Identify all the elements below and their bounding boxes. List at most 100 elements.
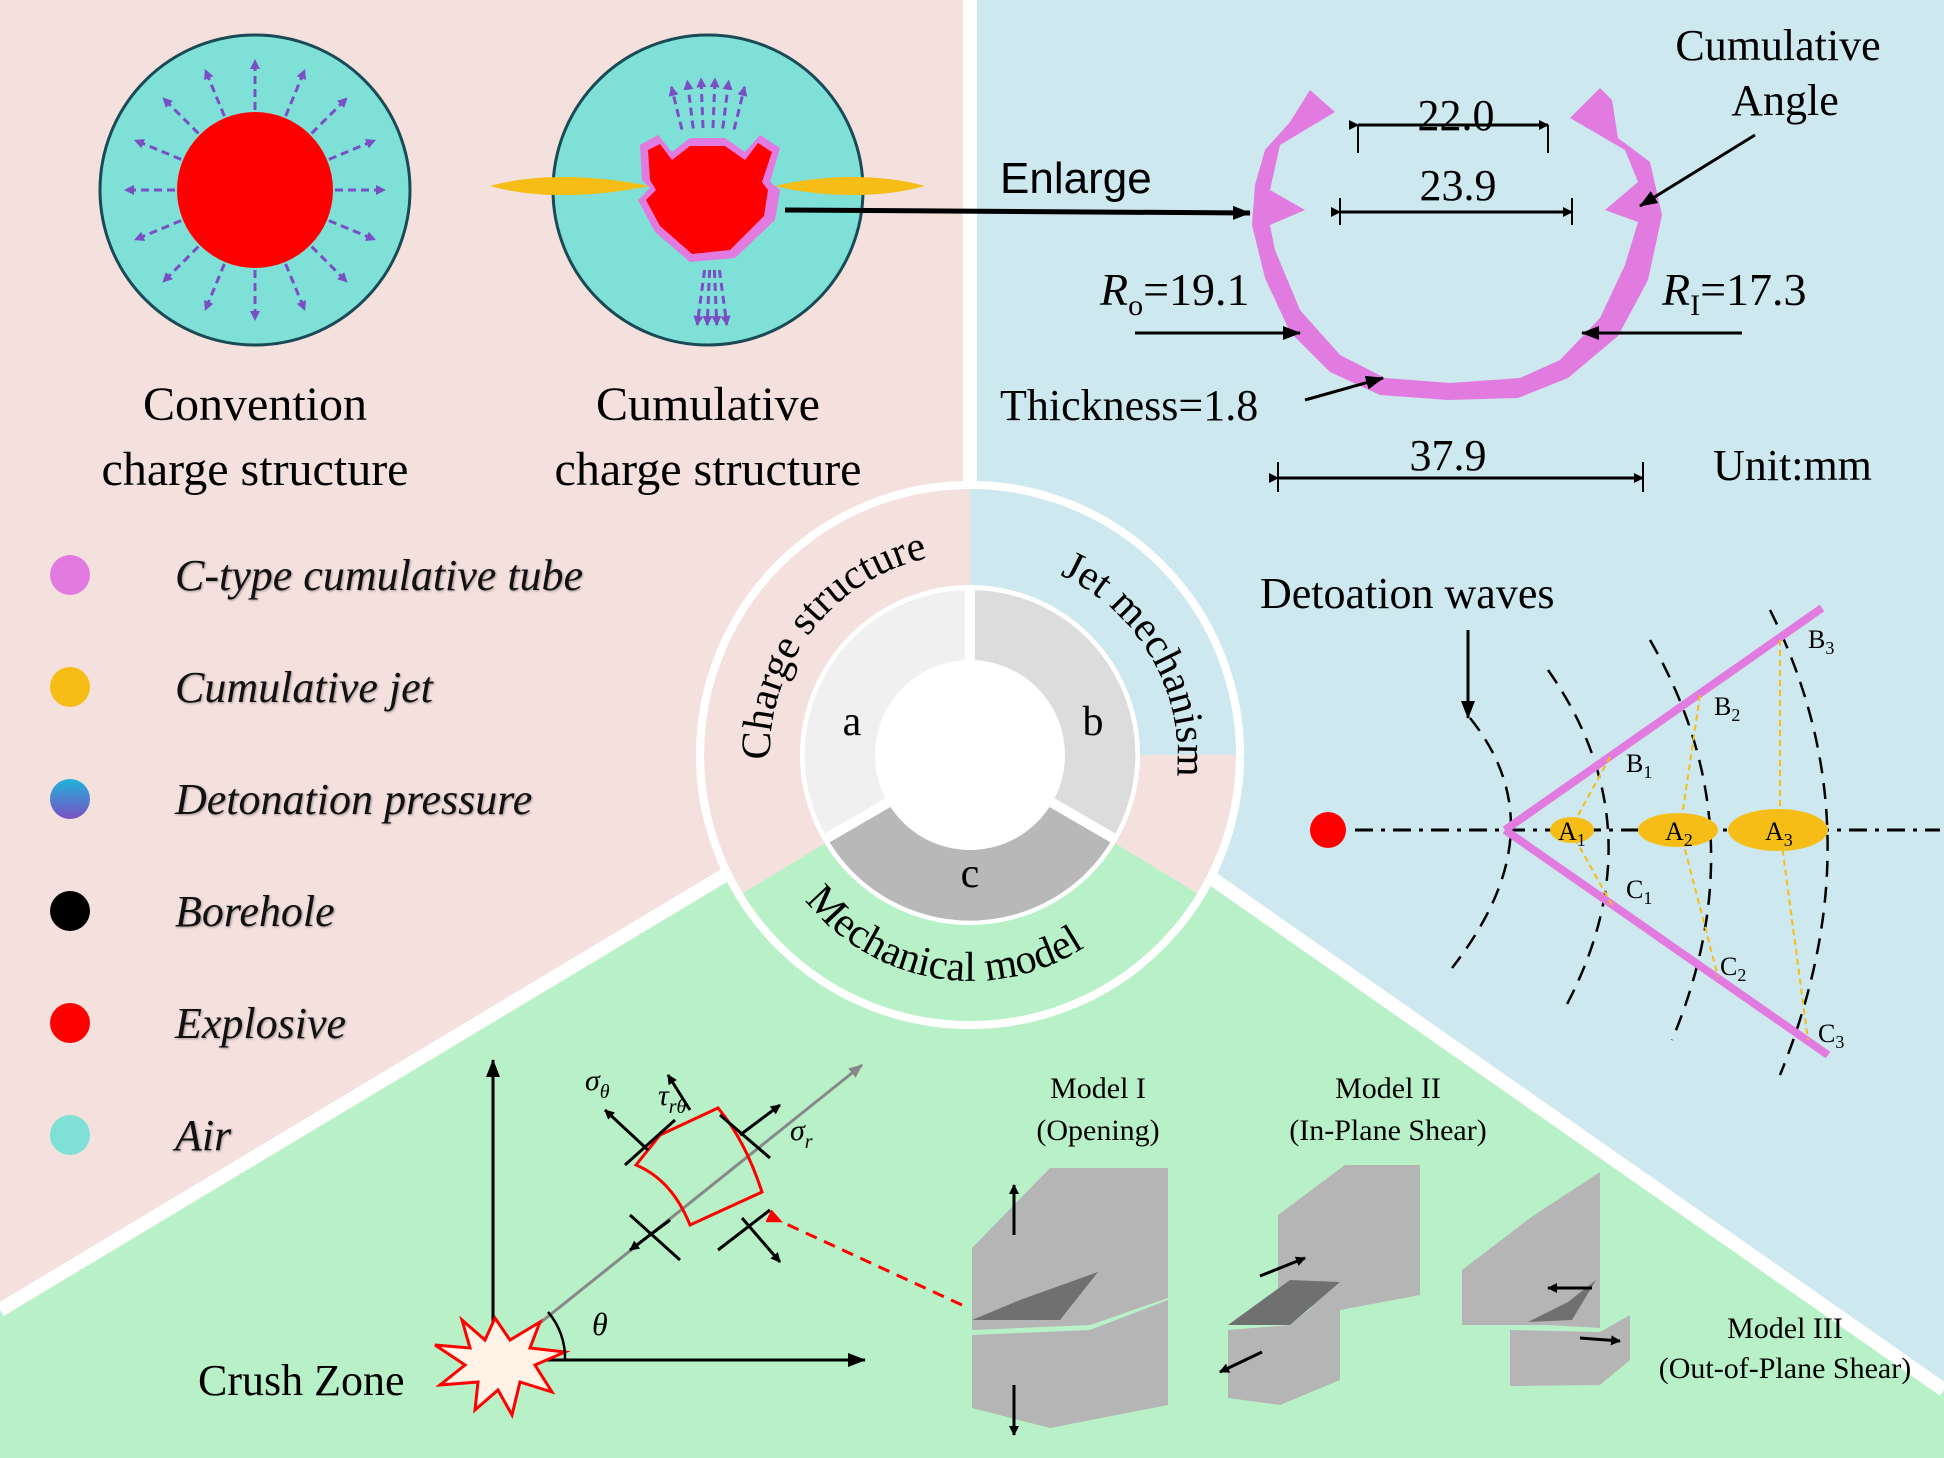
detonation-waves-title: Detoation waves [1260, 569, 1554, 618]
dim-width-label: 37.9 [1410, 431, 1487, 480]
stress-arrows [603, 1074, 782, 1263]
pressure-ray [133, 138, 182, 161]
jet-a3 [1728, 809, 1828, 851]
bottom-panel-bg [0, 820, 1944, 1458]
cumulative-angle-line1: Cumulative [1675, 21, 1880, 70]
cumulative-label-line2: charge structure [555, 443, 862, 496]
unit-label: Unit:mm [1713, 441, 1872, 490]
convention-label-line1: Convention [143, 378, 367, 431]
pressure-ray [693, 269, 707, 326]
tube-swatch [50, 555, 90, 595]
thickness-label: Thickness=1.8 [1000, 381, 1258, 430]
c-type-tube [1252, 88, 1662, 400]
pressure-ray [711, 269, 722, 326]
pressure-ray [310, 97, 348, 135]
model3-title: Model III [1727, 1312, 1843, 1345]
pressure-ray [162, 97, 200, 135]
legend-item-explosive: Explosive [50, 993, 346, 1053]
legend-label: Detonation pressure [175, 774, 533, 824]
label-b1: B1 [1626, 749, 1652, 782]
sigma-r-label: σr [790, 1114, 813, 1153]
pressure-ray [717, 269, 731, 326]
tube-dimension-top [1349, 120, 1549, 153]
tube-dimension-mid [1331, 198, 1573, 225]
collapse-lines [1569, 640, 1809, 1041]
segment-b-label: b [1083, 699, 1104, 745]
model1-subtitle: (Opening) [1036, 1114, 1159, 1147]
ri-label: RI=17.3 [1661, 264, 1807, 322]
label-a2: A2 [1665, 817, 1693, 850]
pressure-ray [162, 245, 200, 283]
dim-mid-label: 23.9 [1420, 161, 1497, 210]
model3-block [1462, 1172, 1630, 1386]
magnify-arrow [765, 1209, 963, 1307]
model2-block [1219, 1165, 1420, 1405]
radial-axis [499, 1063, 863, 1357]
explosive-swatch [50, 1003, 90, 1043]
borehole-swatch [50, 891, 90, 931]
model1-title: Model I [1050, 1072, 1146, 1105]
legend-item-borehole: Borehole [50, 881, 335, 941]
divider-left [0, 835, 784, 1317]
pressure-ray [328, 219, 377, 242]
cumulative-charge-diagram [490, 33, 925, 347]
pressure-ray [310, 245, 348, 283]
enlarge-arrow [784, 205, 1251, 220]
cumulative-angle-pointer [1639, 133, 1756, 208]
ro-label: Ro=19.1 [1099, 264, 1250, 322]
pressure-ray [133, 219, 182, 242]
label-c1: C1 [1626, 875, 1652, 908]
tube-dimension-width [1269, 462, 1644, 492]
pressure-ray [203, 68, 226, 117]
label-c3: C3 [1818, 1019, 1844, 1052]
pressure-ray [284, 263, 307, 312]
jet-a1 [1550, 817, 1594, 843]
legend-item-air: Air [50, 1105, 231, 1165]
legend-item-tube: C-type cumulative tube [50, 545, 583, 605]
explosive-point [1310, 812, 1346, 848]
tau-label: τrθ [658, 1079, 687, 1118]
cone-lower [1502, 826, 1831, 1059]
pressure-ray [696, 77, 707, 129]
cumulative-angle-line2: Angle [1731, 76, 1839, 125]
segment-c-label: c [961, 851, 980, 897]
cone-upper [1502, 604, 1825, 834]
model2-subtitle: (In-Plane Shear) [1289, 1114, 1486, 1147]
label-b3: B3 [1808, 625, 1834, 658]
sigma-theta-label: σθ [585, 1064, 610, 1103]
air-swatch [50, 1115, 90, 1155]
pressure-ray [683, 79, 695, 129]
convention-charge-diagram [98, 33, 412, 347]
theta-label: θ [592, 1306, 608, 1342]
thickness-pointer [1304, 375, 1384, 402]
theta-arc [547, 1311, 567, 1361]
label-c2: C2 [1720, 952, 1746, 985]
model2-title: Model II [1335, 1072, 1441, 1105]
legend-label: C-type cumulative tube [175, 550, 584, 600]
pressure-ray [721, 79, 733, 129]
enlarge-label: Enlarge [1000, 154, 1152, 203]
legend-label: Explosive [175, 998, 347, 1048]
label-a3: A3 [1765, 817, 1793, 850]
svg-text:RI=17.3: RI=17.3 [1661, 264, 1807, 322]
dim-top-label: 22.0 [1418, 91, 1495, 140]
label-a1: A1 [1558, 817, 1586, 850]
center-hub [696, 481, 1244, 1029]
model1-block [972, 1168, 1168, 1436]
legend-label: Borehole [175, 886, 335, 936]
label-b2: B2 [1714, 692, 1740, 725]
crush-zone-star [434, 1314, 571, 1420]
pressure-ray [702, 269, 713, 326]
pressure-ray [328, 138, 377, 161]
cumulative-label-line1: Cumulative [596, 378, 820, 431]
pressure-ray [284, 68, 307, 117]
segment-a-label: a [843, 699, 862, 745]
pressure-ray [709, 77, 720, 129]
legend-item-jet: Cumulative jet [50, 657, 433, 717]
convention-label-line2: charge structure [102, 443, 409, 496]
wavefronts [1451, 609, 1829, 1076]
pressure-ray [203, 263, 226, 312]
svg-text:Ro=19.1: Ro=19.1 [1099, 264, 1250, 322]
pressure-ray [668, 85, 684, 130]
pressure-ray [732, 85, 748, 130]
